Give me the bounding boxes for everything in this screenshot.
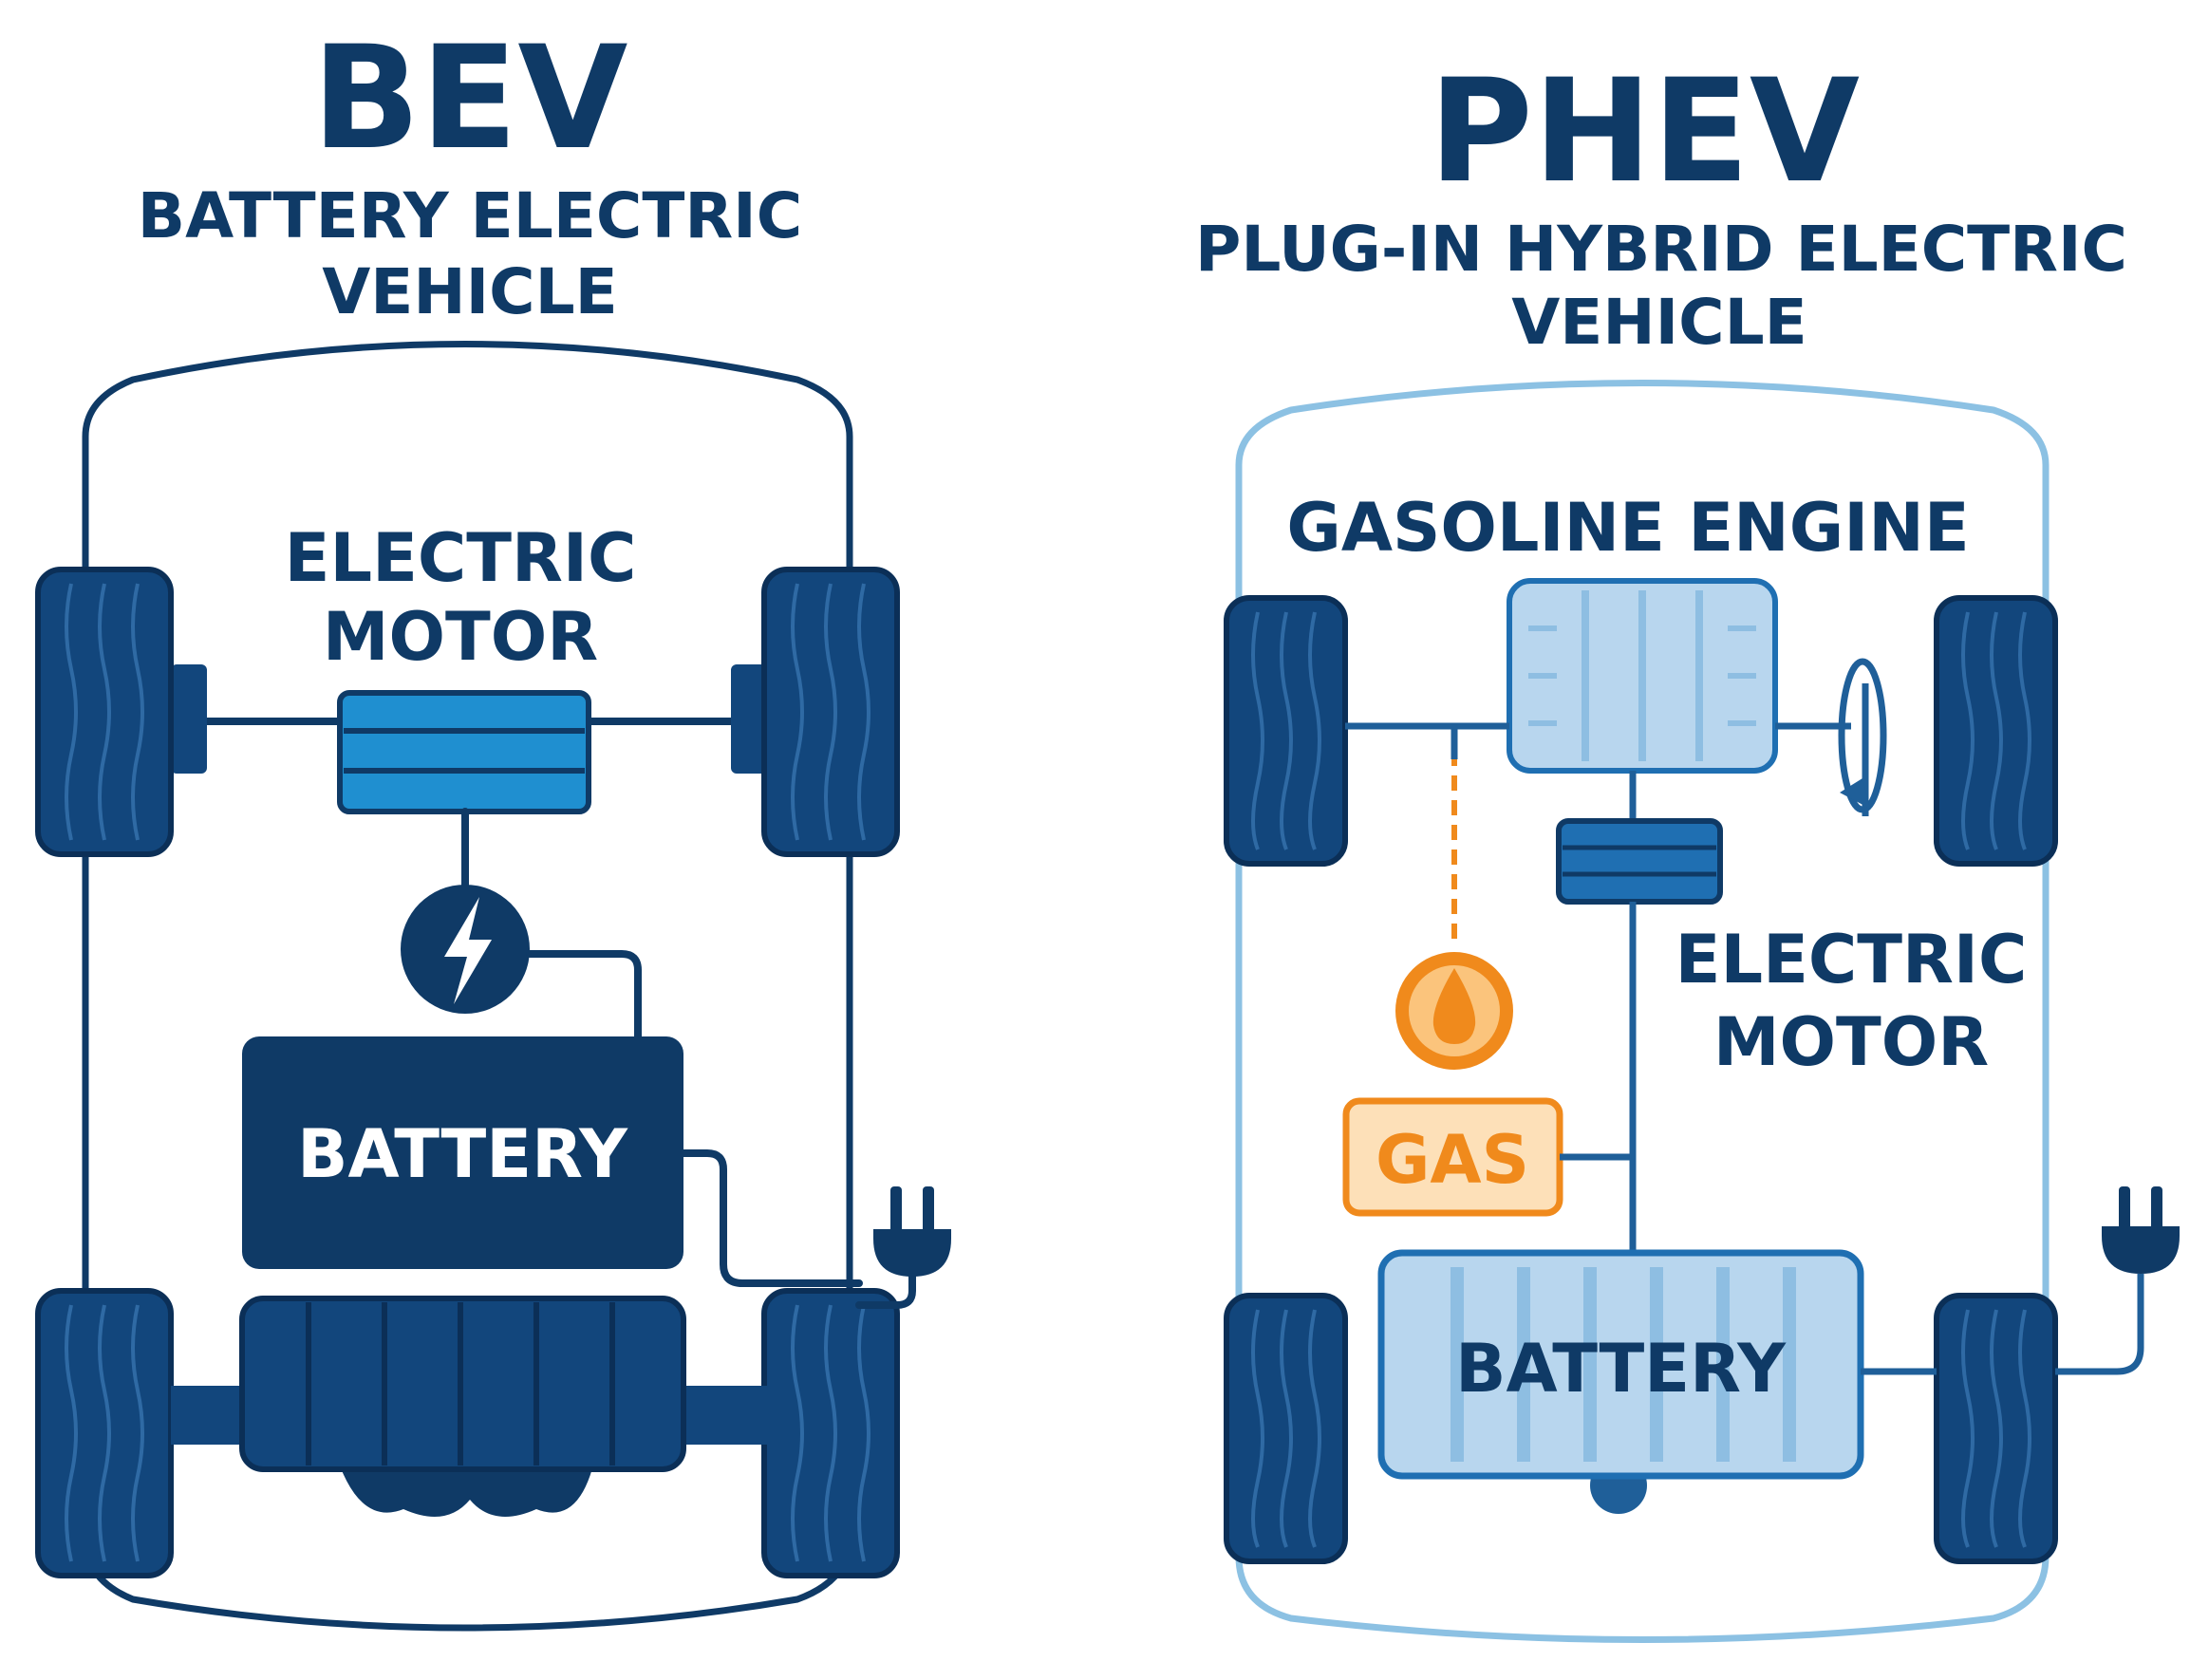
bev-wheel-front-right <box>761 567 900 857</box>
bev-electric-motor <box>337 690 591 814</box>
bev-wheel-front-left <box>35 567 174 857</box>
bev-subtitle-line2: VEHICLE <box>322 255 618 328</box>
bev-panel: BEV BATTERY ELECTRIC VEHICLE <box>35 16 951 1632</box>
phev-motor-label-line2: MOTOR <box>1713 1003 1989 1081</box>
bev-wheel-rear-left <box>35 1288 174 1578</box>
phev-wheel-rear-right <box>1934 1293 2058 1564</box>
phev-wheel-rear-left <box>1224 1293 1348 1564</box>
bev-battery <box>242 1036 683 1269</box>
phev-title: PHEV <box>1429 49 1860 215</box>
bev-plug-cable <box>680 1149 863 1287</box>
fuel-drop-icon <box>1395 952 1513 1070</box>
phev-battery <box>1377 1249 1864 1514</box>
plug-icon <box>2055 1186 2180 1375</box>
phev-car-frame <box>1235 380 2050 1643</box>
bev-wheel-rear-right <box>761 1288 900 1578</box>
bev-motor-label-line1: ELECTRIC <box>285 519 637 597</box>
phev-wheel-front-right <box>1934 595 2058 867</box>
phev-motor-label-line1: ELECTRIC <box>1675 921 2028 999</box>
bev-title: BEV <box>312 16 628 181</box>
phev-electric-motor <box>1556 818 1723 905</box>
bev-battery-label: BATTERY <box>297 1115 628 1193</box>
plug-icon <box>855 1186 951 1309</box>
phev-subtitle-line2: VEHICLE <box>1511 286 1807 359</box>
rotation-arrow-icon <box>1838 658 1887 816</box>
phev-gasoline-engine <box>1507 578 1778 774</box>
phev-subtitle-line1: PLUG-IN HYBRID ELECTRIC <box>1195 213 2127 286</box>
phev-panel: PHEV PLUG-IN HYBRID ELECTRIC VEHICLE <box>1195 49 2180 1643</box>
phev-engine-label: GASOLINE ENGINE <box>1286 489 1969 567</box>
phev-gas-label: GAS <box>1376 1121 1529 1199</box>
bev-subtitle-line1: BATTERY ELECTRIC <box>138 179 802 252</box>
bev-car-frame <box>82 341 853 1632</box>
phev-battery-label: BATTERY <box>1455 1330 1787 1408</box>
bev-hub-front-left <box>171 664 207 774</box>
bev-charge-cable <box>526 950 642 1040</box>
bev-motor-label-line2: MOTOR <box>323 598 598 676</box>
bev-hub-front-right <box>731 664 767 774</box>
phev-wheel-front-left <box>1224 595 1348 867</box>
bev-rear-drive-unit <box>239 1296 686 1517</box>
lightning-icon <box>401 885 530 1014</box>
